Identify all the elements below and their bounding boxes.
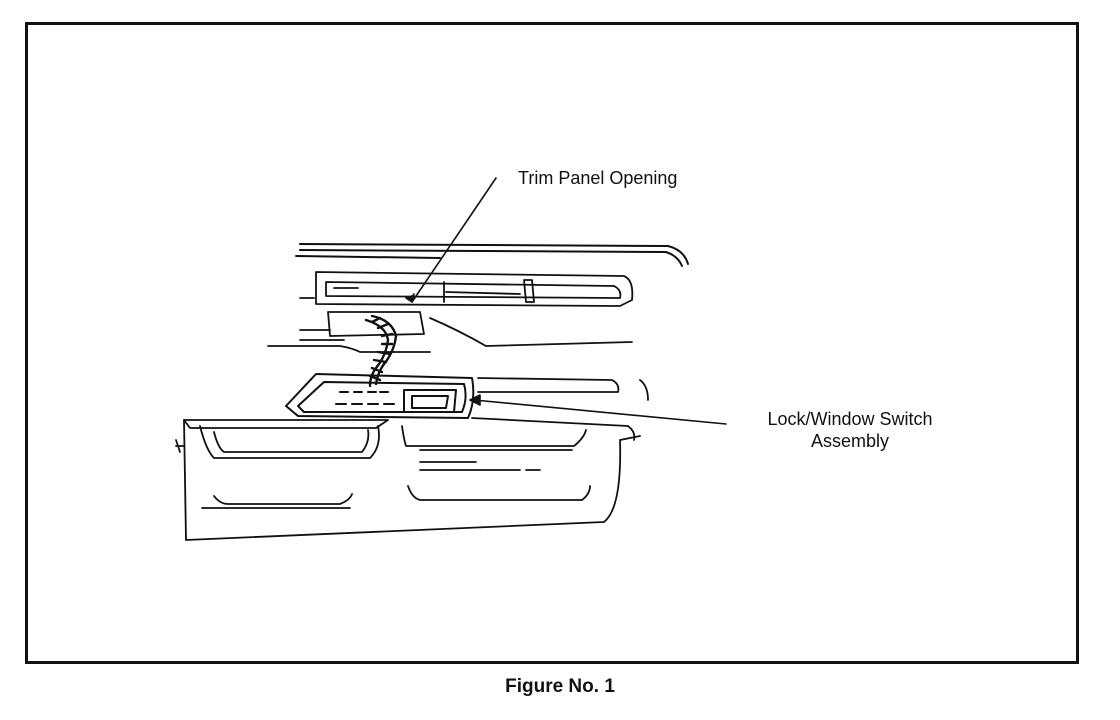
lock-window-switch-label-line2: Assembly: [810, 431, 890, 451]
callout-leaders: [405, 177, 727, 425]
trim-panel-opening: [267, 311, 633, 353]
wiring-harness: [364, 314, 398, 388]
upper-trim-rail: [295, 243, 689, 267]
lock-window-switch-label: Lock/Window Switch Assembly: [742, 408, 958, 452]
lock-window-arrowhead: [469, 394, 481, 406]
figure-caption: Figure No. 1: [505, 676, 615, 697]
trim-panel-arrowhead: [405, 293, 415, 303]
trim-panel-opening-label: Trim Panel Opening: [518, 168, 678, 188]
lower-armrest-rail: [471, 377, 649, 441]
lower-door-trim-panel: [175, 419, 641, 541]
lock-window-leader-line: [473, 399, 727, 425]
figure-frame: [25, 22, 1079, 664]
armrest-upper-housing: [299, 271, 634, 307]
lock-window-switch-label-line1: Lock/Window Switch: [767, 409, 933, 429]
trim-panel-leader-line: [411, 177, 497, 303]
